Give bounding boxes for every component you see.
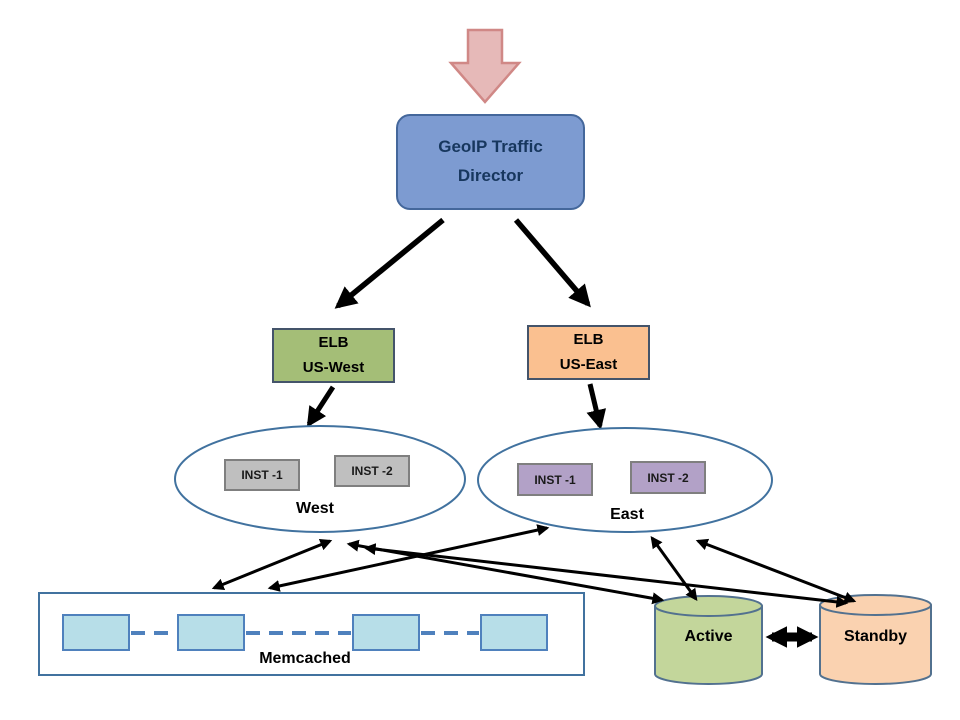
connector-east-active-db [650, 536, 698, 601]
elb-us-east-node: ELB US-East [527, 325, 650, 380]
memcached-node-4 [480, 614, 548, 651]
elb-us-west-label-line2: US-West [302, 358, 365, 376]
elb-us-west-label-line1: ELB [318, 333, 349, 351]
east-instance-2-label: INST -2 [647, 470, 689, 485]
geoip-traffic-director-label-line2: Director [457, 166, 524, 185]
down-block-arrow-icon [448, 28, 522, 104]
east-group-label: East [610, 506, 644, 523]
elb-us-west-node: ELB US-West [272, 328, 395, 383]
elb-us-east-label-line1: ELB [573, 330, 604, 348]
active-db-label: Active [684, 628, 733, 645]
east-instance-2-node: INST -2 [630, 461, 706, 494]
standby-db-cylinder-top [819, 594, 932, 616]
west-group-label: West [296, 500, 334, 517]
geoip-traffic-director-label-line1: GeoIP Traffic [438, 137, 543, 157]
west-instance-1-node: INST -1 [224, 459, 300, 491]
active-db-cylinder-top [654, 595, 763, 617]
connector-east-standby-db [695, 538, 857, 604]
memcached-label: Memcached [259, 650, 351, 667]
memcached-node-1 [62, 614, 130, 651]
elb-us-east-label-line2: US-East [559, 355, 618, 373]
geoip-traffic-director-node: GeoIP Traffic Director [396, 114, 585, 210]
connector-director-to-elb-east [513, 218, 591, 308]
connector-director-to-elb-west [334, 217, 445, 309]
memcached-node-3 [352, 614, 420, 651]
west-instance-2-node: INST -2 [334, 455, 410, 487]
memcached-cluster-frame [38, 592, 585, 676]
memcached-node-2 [177, 614, 245, 651]
connector-elb-west-to-west-group [306, 385, 336, 428]
east-instance-1-node: INST -1 [517, 463, 593, 496]
connector-west-memcached [211, 539, 333, 590]
west-instance-2-label: INST -2 [351, 464, 393, 478]
west-instance-1-label: INST -1 [241, 468, 283, 482]
connector-east-memcached [267, 524, 550, 592]
standby-db-label: Standby [843, 628, 908, 645]
connector-elb-east-to-east-group [586, 383, 607, 430]
east-instance-1-label: INST -1 [534, 472, 576, 487]
